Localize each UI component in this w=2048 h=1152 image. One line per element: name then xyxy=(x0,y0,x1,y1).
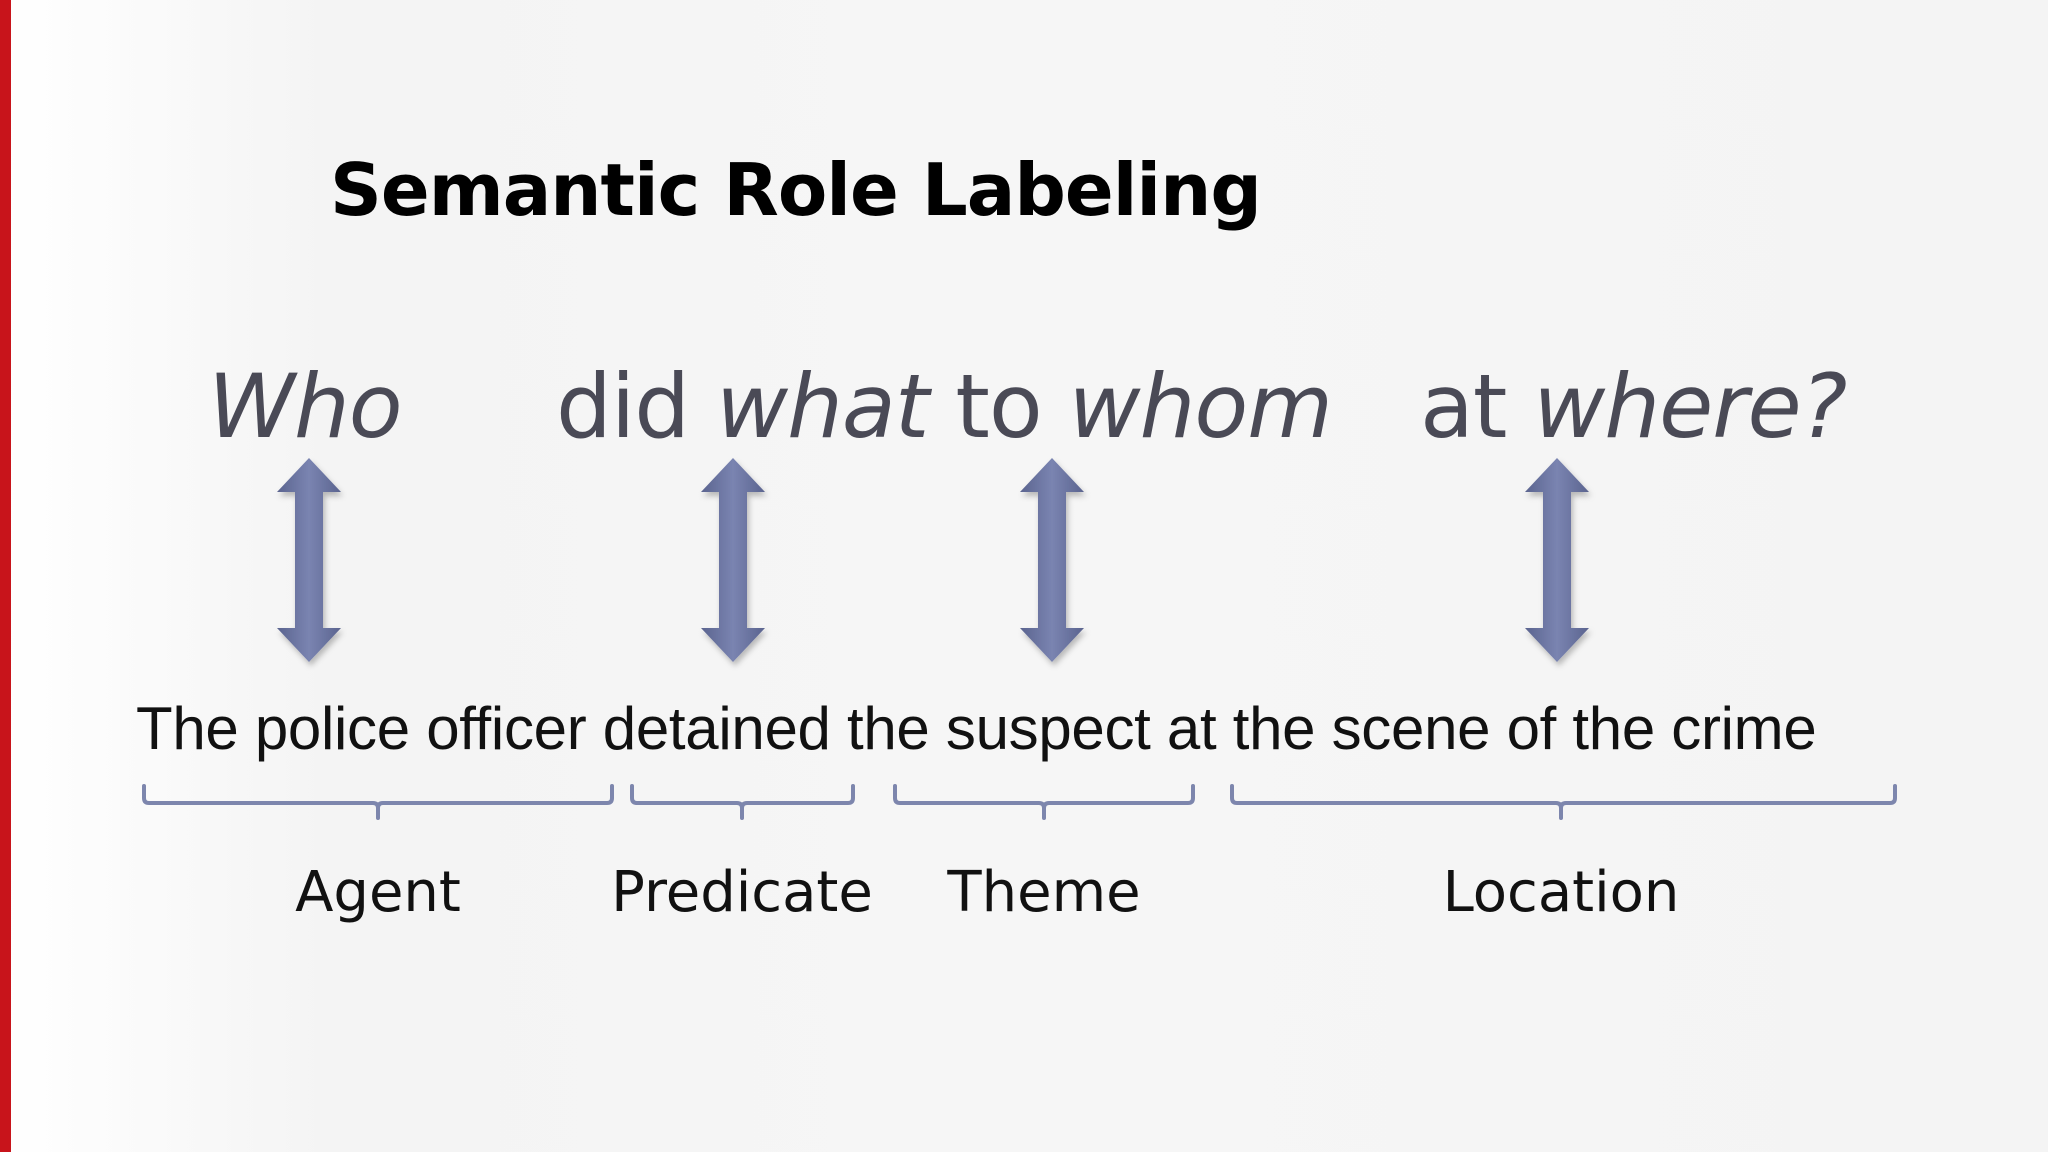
slide-title: Semantic Role Labeling xyxy=(330,148,1262,232)
sentence-agent: The police officer xyxy=(136,695,587,762)
brace-predicate xyxy=(630,784,855,820)
role-label-agent: Agent xyxy=(295,860,461,925)
question-who: Who xyxy=(208,355,403,458)
question-to: to xyxy=(955,355,1042,458)
example-sentence: The police officer detained the suspect … xyxy=(136,694,1817,763)
role-label-location: Location xyxy=(1442,860,1680,925)
question-did-what-to-whom: did what to whom xyxy=(556,355,1333,458)
sentence-theme: the suspect xyxy=(846,695,1151,762)
sentence-location: at the scene of the crime xyxy=(1166,695,1817,762)
question-did: did xyxy=(556,355,690,458)
double-arrow-predicate xyxy=(701,458,765,662)
sentence-predicate: detained xyxy=(602,695,831,762)
role-label-theme: Theme xyxy=(947,860,1141,925)
double-arrow-location xyxy=(1525,458,1589,662)
double-arrow-theme xyxy=(1020,458,1084,662)
double-arrow-agent xyxy=(277,458,341,662)
brace-theme xyxy=(893,784,1195,820)
question-at-where: at where? xyxy=(1420,355,1847,458)
accent-bar xyxy=(0,0,11,1152)
question-what: what xyxy=(716,355,929,458)
question-at: at xyxy=(1420,355,1507,458)
role-label-predicate: Predicate xyxy=(611,860,873,925)
question-whom: whom xyxy=(1068,355,1333,458)
brace-location xyxy=(1230,784,1897,820)
question-where: where? xyxy=(1533,355,1847,458)
brace-agent xyxy=(142,784,614,820)
